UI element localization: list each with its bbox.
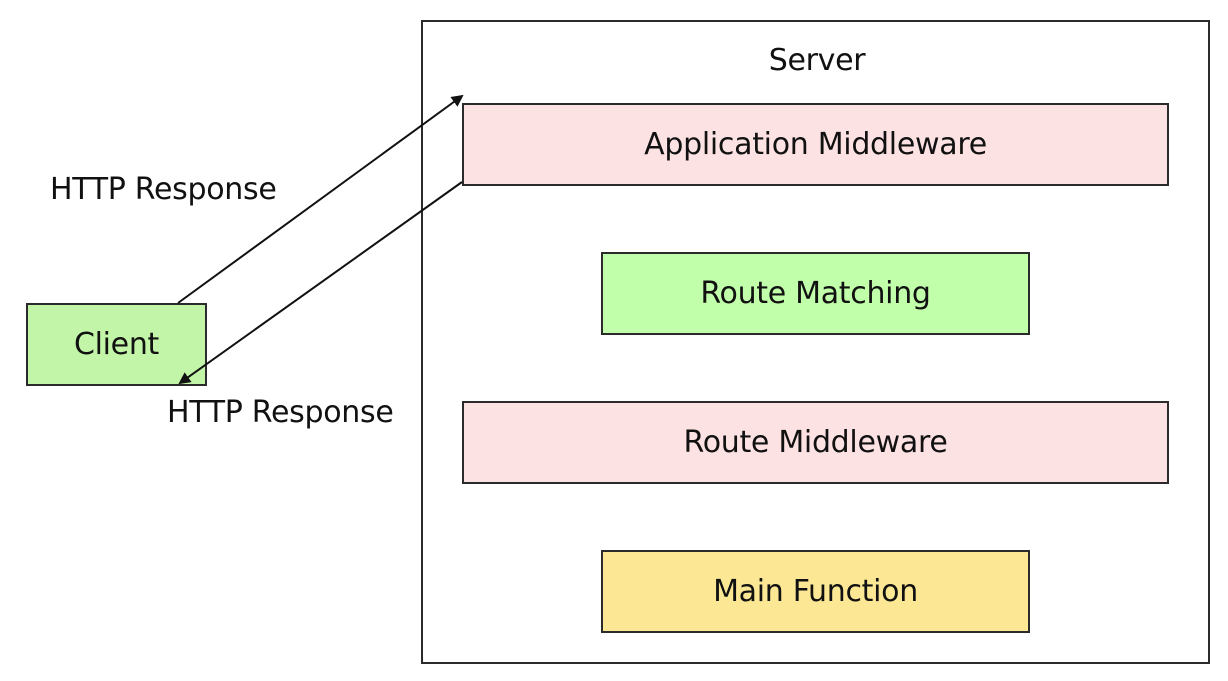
main-function-label: Main Function bbox=[713, 574, 918, 609]
server-container bbox=[421, 20, 1210, 664]
application-middleware-box: Application Middleware bbox=[462, 103, 1169, 186]
route-middleware-label: Route Middleware bbox=[683, 425, 948, 460]
route-matching-label: Route Matching bbox=[700, 276, 931, 311]
client-to-server-arrow bbox=[177, 94, 464, 304]
client-box: Client bbox=[26, 303, 207, 386]
server-to-client-arrow bbox=[178, 181, 463, 385]
upper-arrow-label: HTTP Response bbox=[50, 172, 277, 207]
lower-arrow-label: HTTP Response bbox=[167, 395, 394, 430]
main-function-box: Main Function bbox=[601, 550, 1030, 633]
route-middleware-box: Route Middleware bbox=[462, 401, 1169, 484]
application-middleware-label: Application Middleware bbox=[644, 127, 987, 162]
route-matching-box: Route Matching bbox=[601, 252, 1030, 335]
server-title: Server bbox=[768, 43, 866, 78]
client-label: Client bbox=[73, 327, 160, 362]
